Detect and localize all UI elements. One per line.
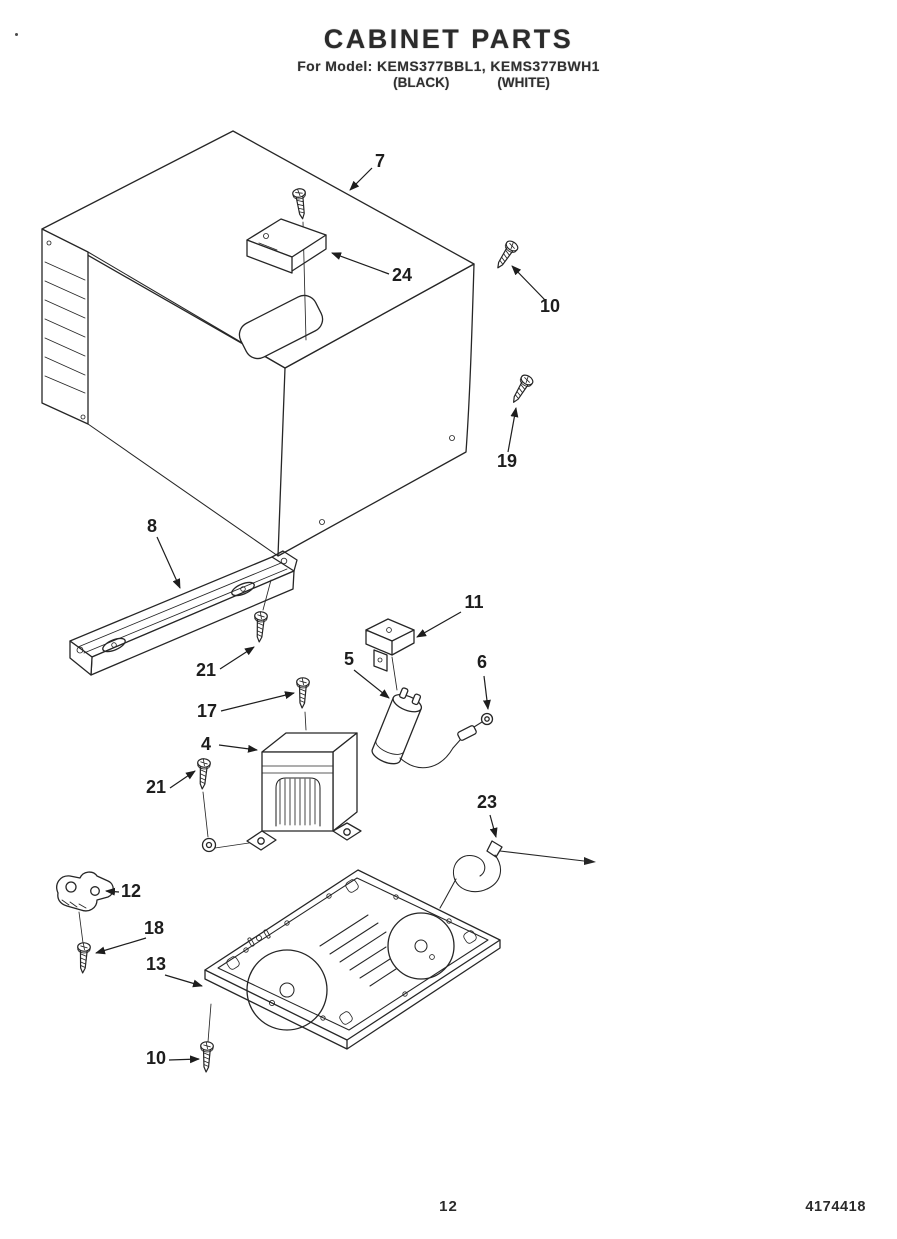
leader-line: [156, 536, 181, 589]
part-callout: 10: [540, 296, 560, 316]
part-callout: 13: [146, 954, 166, 974]
finish-white-label: (WHITE): [497, 75, 550, 90]
finish-line: (BLACK) (WHITE): [0, 75, 897, 90]
part-callout: 21: [146, 777, 166, 797]
part-callout: 23: [477, 792, 497, 812]
part-12-bracket: [56, 871, 114, 944]
page-number: 12: [439, 1198, 458, 1215]
leader-line: [105, 887, 120, 896]
leader-line: [349, 167, 373, 191]
part-13-base-plate: [204, 869, 501, 1050]
part-23-cable: [439, 840, 596, 909]
part-callout: 7: [375, 151, 385, 171]
leader-line: [482, 675, 491, 710]
part-callout: 4: [201, 734, 211, 754]
part-callout: 18: [144, 918, 164, 938]
part-21-screw-grille: [252, 579, 272, 643]
part-7-cabinet-wrap: [41, 130, 475, 557]
part-10-screw-bottom: [199, 1040, 215, 1073]
leader-line: [219, 646, 255, 670]
leader-line: [164, 974, 203, 988]
leader-line: [220, 691, 295, 712]
leader-line: [353, 669, 390, 699]
model-line: For Model: KEMS377BBL1, KEMS377BWH1: [297, 58, 600, 74]
leader-line: [169, 770, 196, 789]
leader-line: [168, 1055, 200, 1064]
callout-leaders: [95, 167, 546, 1064]
part-8-vent-grille: [69, 550, 298, 676]
part-callout: 10: [146, 1048, 166, 1068]
leader-line: [507, 407, 519, 453]
part-callout: 21: [196, 660, 216, 680]
leader-line: [95, 937, 147, 955]
part-11-bracket: [365, 618, 415, 691]
part-18-screw: [75, 941, 92, 974]
leader-line: [489, 814, 498, 838]
part-21-screw-ground: [195, 757, 250, 853]
callout-labels: 7 24 10 19 8 21 11 5 6 17 4 21 23 12 18 …: [121, 151, 560, 1068]
part-callout: 17: [197, 701, 217, 721]
part-17-screw: [295, 676, 311, 731]
part-5-capacitor: [371, 687, 454, 769]
part-10-screw-top: [491, 238, 521, 272]
part-callout: 12: [121, 881, 141, 901]
stray-mark: [15, 33, 18, 36]
leader-line: [331, 252, 390, 275]
page-header: CABINET PARTS For Model: KEMS377BBL1, KE…: [0, 24, 897, 90]
part-callout: 24: [392, 265, 412, 285]
part-19-screw: [507, 372, 536, 407]
part-4-transformer: [246, 732, 362, 851]
finish-black-label: (BLACK): [393, 75, 450, 90]
part-6-diode: [452, 712, 494, 749]
leader-line: [511, 265, 546, 301]
leader-line: [416, 611, 462, 638]
part-24-bracket: [246, 187, 327, 341]
document-number: 4174418: [805, 1199, 866, 1215]
page-title: CABINET PARTS: [323, 24, 574, 54]
leader-line: [218, 744, 258, 753]
part-callout: 8: [147, 516, 157, 536]
part-callout: 19: [497, 451, 517, 471]
part-callout: 5: [344, 649, 354, 669]
part-callout: 6: [477, 652, 487, 672]
part-callout: 11: [464, 592, 483, 612]
